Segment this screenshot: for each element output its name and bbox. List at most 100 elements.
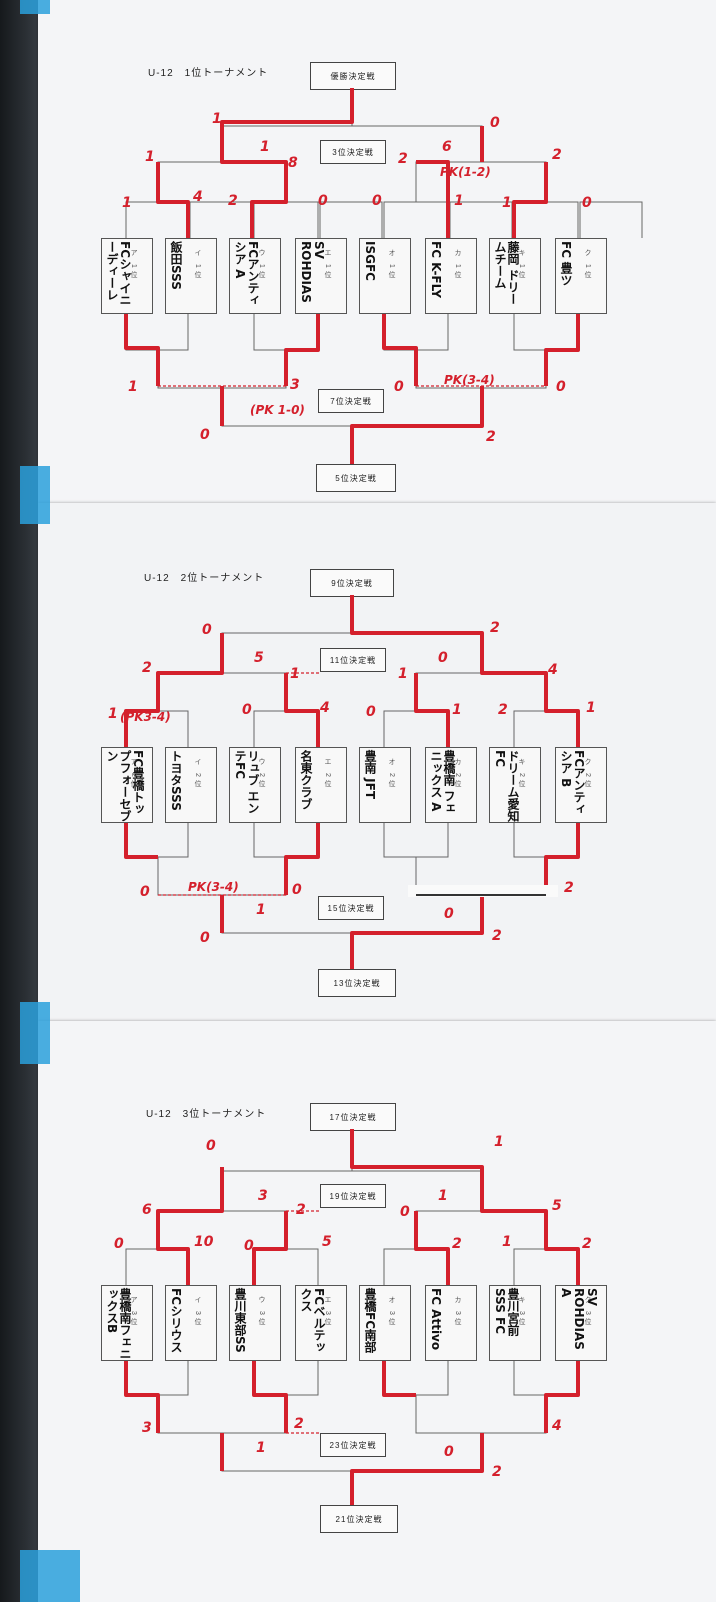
- score-label: 1: [128, 379, 138, 395]
- team-name: 豊南 JFT: [363, 750, 377, 800]
- team-slot: エ 1位: [324, 249, 331, 281]
- team-slot: イ 1位: [194, 249, 201, 281]
- bracket-lines: [124, 88, 643, 464]
- score-label: 0: [438, 650, 448, 666]
- team-name: FCベルテックス: [299, 1288, 326, 1354]
- team-slot: キ 1位: [518, 249, 525, 281]
- team-rank: 3位: [324, 1310, 331, 1328]
- team-slot: オ 2位: [388, 758, 395, 790]
- score-label: 0: [200, 427, 210, 443]
- tape-strip: [20, 466, 50, 524]
- team-card: ドリーム愛知FC キ 2位: [489, 747, 541, 823]
- team-rank: 1位: [258, 263, 265, 281]
- team-letter: ク: [584, 1296, 591, 1306]
- team-name: 豊橋南 フェニックス A: [429, 750, 456, 815]
- score-label: 0: [318, 193, 328, 209]
- team-name: ISGFC: [363, 241, 377, 281]
- team-rank: 1位: [518, 263, 525, 281]
- eleventh-place-box: 11位決定戦: [320, 648, 386, 672]
- score-label: 0: [244, 1238, 254, 1254]
- team-name: 豊川東部SS: [233, 1288, 247, 1353]
- score-label: 2: [490, 620, 500, 636]
- score-label: 1: [586, 700, 596, 716]
- team-slot: カ 2位: [454, 758, 461, 790]
- team-card: トヨタSSS イ 2位: [165, 747, 217, 823]
- score-label: 0: [140, 884, 150, 900]
- bracket-lines: [124, 595, 580, 969]
- team-letter: イ: [194, 249, 201, 259]
- team-card: FCベルテックス エ 3位: [295, 1285, 347, 1361]
- team-rank: 3位: [194, 1310, 201, 1328]
- team-slot: ク 1位: [584, 249, 591, 281]
- team-slot: エ 2位: [324, 758, 331, 790]
- team-letter: エ: [324, 1296, 331, 1306]
- score-label: 2: [492, 1464, 502, 1480]
- team-slot: ア 3位: [130, 1296, 137, 1328]
- score-label: 0: [400, 1204, 410, 1220]
- team-letter: ク: [584, 249, 591, 259]
- twenty-third-place-box: 23位決定戦: [320, 1433, 386, 1457]
- team-card: 豊橋FC南部 オ 3位: [359, 1285, 411, 1361]
- team-slot: オ 1位: [388, 249, 395, 281]
- team-letter: キ: [518, 249, 525, 259]
- team-rank: 2位: [454, 772, 461, 790]
- team-letter: カ: [454, 1296, 461, 1306]
- team-name: 豊橋南フェニックスB: [105, 1288, 132, 1360]
- team-letter: ウ: [258, 249, 265, 259]
- tournament-sheet-2: U-12 2位トーナメント 9位決定戦 11位決定戦 15位決定戦 13位決定戦: [38, 503, 716, 1023]
- team-card: 豊川東部SS ウ 3位: [229, 1285, 281, 1361]
- bracket-lines: [124, 1129, 580, 1505]
- team-letter: オ: [388, 1296, 395, 1306]
- score-label: 3: [142, 1420, 152, 1436]
- team-name: FCシリウス: [169, 1288, 183, 1354]
- score-label: 2: [498, 702, 508, 718]
- team-name: FC 豊ツ: [559, 241, 573, 287]
- team-rank: 2位: [324, 772, 331, 790]
- score-label: 5: [254, 650, 264, 666]
- team-name: FCシャイニーディーレ: [105, 241, 132, 307]
- team-letter: イ: [194, 758, 201, 768]
- team-slot: ク 2位: [584, 758, 591, 790]
- team-card: 豊橋南フェニックスB ア 3位: [101, 1285, 153, 1361]
- team-slot: ク 3位: [584, 1296, 591, 1328]
- team-slot: キ 2位: [518, 758, 525, 790]
- team-letter: ア: [130, 1296, 137, 1306]
- score-label: 0: [206, 1138, 216, 1154]
- score-label: 0: [114, 1236, 124, 1252]
- score-label: 1: [502, 1234, 512, 1250]
- team-letter: ク: [584, 758, 591, 768]
- seventh-place-box: 7位決定戦: [318, 389, 384, 413]
- team-rank: 3位: [130, 1310, 137, 1328]
- team-letter: キ: [518, 758, 525, 768]
- pk-note: PK(1-2): [440, 165, 491, 179]
- team-slot: イ 2位: [194, 758, 201, 790]
- score-label: 5: [552, 1198, 562, 1214]
- team-rank: 3位: [258, 1310, 265, 1328]
- score-label: 0: [394, 379, 404, 395]
- score-label: 0: [556, 379, 566, 395]
- team-name: トヨタSSS: [169, 750, 183, 811]
- score-label: 1: [256, 1440, 266, 1456]
- score-label: 0: [490, 115, 500, 131]
- score-label: 2: [294, 1416, 304, 1432]
- score-label: 3: [258, 1188, 268, 1204]
- score-label: 1: [145, 149, 155, 165]
- nineteenth-place-box: 19位決定戦: [320, 1184, 386, 1208]
- team-rank: 1位: [194, 263, 201, 281]
- team-card: 飯田SSS イ 1位: [165, 238, 217, 314]
- pk-note: PK(3-4): [444, 373, 495, 387]
- team-slot: イ 3位: [194, 1296, 201, 1328]
- background-wall: [0, 0, 42, 1602]
- score-label: 3: [290, 377, 300, 393]
- team-slot: ア 2位: [130, 758, 137, 790]
- team-card: ISGFC オ 1位: [359, 238, 411, 314]
- team-letter: オ: [388, 249, 395, 259]
- score-label: 6: [442, 139, 452, 155]
- team-letter: オ: [388, 758, 395, 768]
- team-card: FCアンティシア A ウ 1位: [229, 238, 281, 314]
- team-letter: ア: [130, 758, 137, 768]
- score-label: 2: [142, 660, 152, 676]
- team-slot: エ 3位: [324, 1296, 331, 1328]
- score-label: 4: [320, 700, 330, 716]
- score-label: 1: [256, 902, 266, 918]
